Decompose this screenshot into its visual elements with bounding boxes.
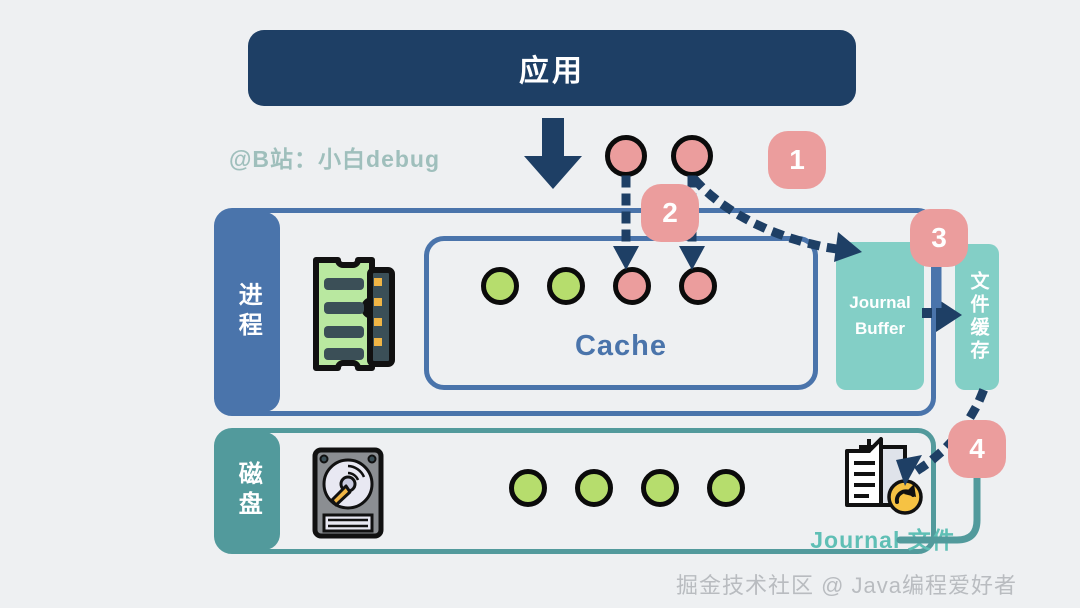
step-badge-4-label: 4	[969, 433, 985, 464]
step-badge-1-label: 1	[789, 144, 805, 175]
cache-dot-dirty	[613, 267, 651, 305]
file-cache-box: 文件缓存	[955, 244, 999, 390]
step-badge-2-label: 2	[662, 197, 678, 228]
journal-buffer-box: Journal Buffer	[836, 242, 924, 390]
disk-dot-row	[509, 469, 745, 507]
journal-file-icon	[845, 437, 923, 515]
disk-dot-persisted	[641, 469, 679, 507]
journal-file-label: Journal 文件	[810, 527, 956, 553]
step-badge-3[interactable]: 3	[910, 209, 968, 267]
hard-disk-icon	[312, 447, 384, 539]
journal-buffer-line1: Journal	[849, 292, 911, 312]
watermark: 掘金技术社区 @ Java编程爱好者	[676, 573, 1018, 598]
process-side-tab: 进程	[214, 212, 280, 412]
step-badge-2[interactable]: 2	[641, 184, 699, 242]
incoming-page-dot	[605, 135, 647, 177]
cache-dot-dirty	[679, 267, 717, 305]
process-label: 进程	[234, 282, 262, 342]
disk-side-tab: 磁盘	[214, 432, 280, 550]
file-cache-label: 文件缓存	[967, 271, 989, 363]
author-handle: @B站：小白debug	[229, 146, 441, 172]
cache-dot-clean	[481, 267, 519, 305]
disk-label: 磁盘	[234, 461, 262, 521]
step-badge-3-label: 3	[931, 222, 947, 253]
application-label: 应用	[519, 55, 585, 88]
disk-dot-persisted	[575, 469, 613, 507]
ram-stick-icon	[313, 257, 395, 371]
step-badge-4[interactable]: 4	[948, 420, 1006, 478]
cache-label: Cache	[574, 330, 668, 362]
down-arrow-icon	[524, 118, 582, 189]
cache-dot-row	[481, 267, 717, 305]
cache-dot-clean	[547, 267, 585, 305]
disk-dot-persisted	[707, 469, 745, 507]
step-badge-1[interactable]: 1	[768, 131, 826, 189]
disk-dot-persisted	[509, 469, 547, 507]
application-box: 应用	[248, 30, 856, 106]
incoming-page-dot	[671, 135, 713, 177]
cache-container: Cache	[424, 236, 818, 390]
journal-buffer-line2: Buffer	[854, 319, 906, 338]
